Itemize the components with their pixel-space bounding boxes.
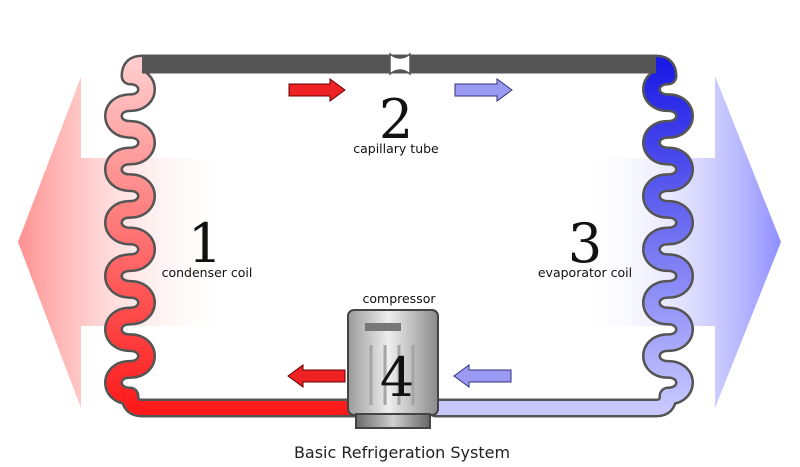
compressor-number: 4 (380, 346, 414, 409)
capillary-number: 2 (379, 88, 413, 151)
compressor-icon (347, 309, 439, 429)
diagram-title: Basic Refrigeration System (294, 443, 510, 462)
flow-arrow-top-left (288, 78, 346, 102)
refrigerant-loop (104, 52, 694, 418)
compressor-label: compressor (363, 291, 437, 306)
capillary-label: capillary tube (353, 141, 439, 156)
flow-arrow-bottom-right (453, 364, 512, 388)
condenser-coil-tube (106, 57, 399, 415)
evaporator-number: 3 (568, 212, 602, 275)
condenser-number: 1 (188, 212, 222, 275)
evaporator-label: evaporator coil (538, 265, 632, 280)
evaporator-coil-tube (397, 57, 692, 415)
flow-arrow-bottom-left (287, 364, 346, 388)
condenser-label: condenser coil (162, 265, 253, 280)
flow-arrow-top-right (454, 78, 513, 102)
capillary-restriction (389, 52, 411, 76)
